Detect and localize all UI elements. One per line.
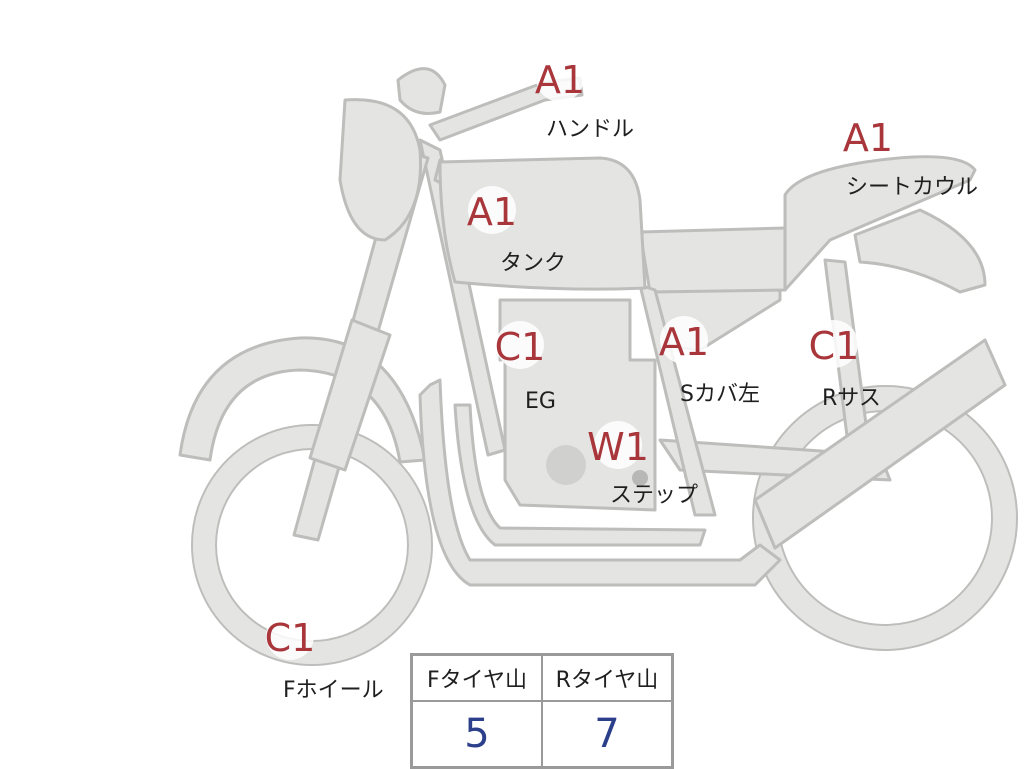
label-front-wheel: C1 Fホイール [265,612,384,703]
grade-tank: A1 [467,190,517,234]
part-rear-suspension: Rサス [822,386,881,411]
label-side-cover-left: A1 Sカバ左 [659,316,760,407]
part-front-wheel: Fホイール [283,678,384,703]
label-rear-suspension: C1 Rサス [809,320,881,411]
headlight-shape [338,98,423,242]
label-step: W1 ステップ [587,421,698,508]
grade-side-cover-left: A1 [659,320,709,364]
seat-cowl-shape [783,155,977,292]
grade-front-wheel: C1 [265,616,316,660]
grade-step: W1 [587,425,649,469]
label-handle: A1 ハンドル [535,54,634,142]
rear-tire-value: 7 [541,700,674,769]
handlebar-shape [396,67,447,115]
part-tank: タンク [500,251,566,276]
part-step: ステップ [610,483,698,508]
exhaust-pipe-shape [418,378,782,587]
frame-shape [418,138,507,457]
part-engine: EG [525,389,556,414]
grade-handle: A1 [535,58,585,102]
part-side-cover-left: Sカバ左 [680,382,760,407]
front-wheel-shape [193,426,431,664]
tire-tread-table: Fタイヤ山 Rタイヤ山 5 7 [410,653,674,769]
front-tire-value: 5 [410,700,543,769]
part-handle: ハンドル [546,117,634,142]
part-seat-cowl: シートカウル [846,175,978,200]
grade-rear-suspension: C1 [809,324,860,368]
label-seat-cowl: A1 シートカウル [843,112,978,200]
front-tire-header: Fタイヤ山 [410,653,543,702]
muffler-shape [753,338,1007,550]
label-tank: A1 タンク [467,186,566,276]
label-engine: C1 EG [495,321,556,414]
grade-seat-cowl: A1 [843,116,893,160]
rear-tire-header: Rタイヤ山 [541,653,674,702]
grade-engine: C1 [495,325,546,369]
